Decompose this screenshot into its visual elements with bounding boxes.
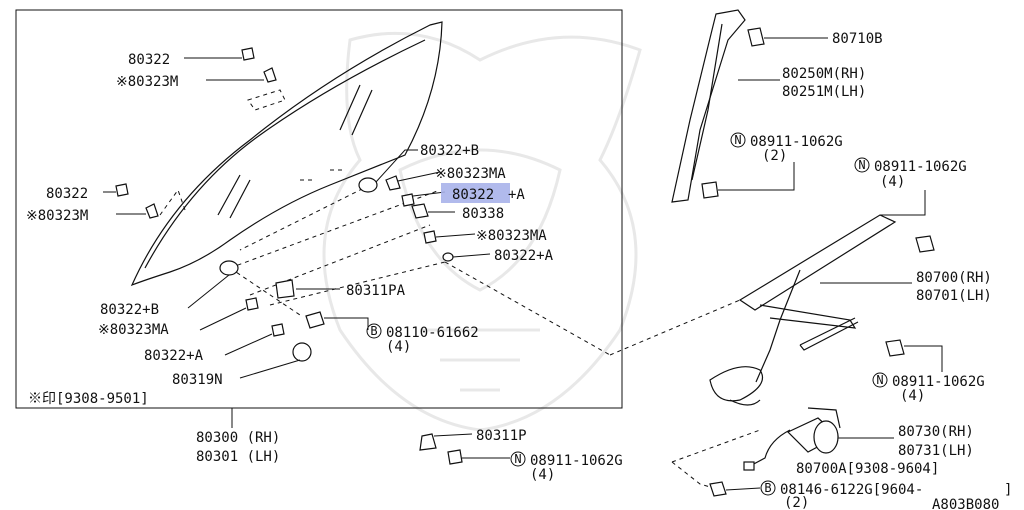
label-80322a-low[interactable]: 80322+A [144,348,204,364]
window-regulator [609,190,943,406]
label-80322b-low[interactable]: 80322+B [100,302,159,318]
label-08146-qty: (2) [784,495,809,510]
glass-group-frame [15,9,623,409]
bolt-08110-callout: B 08110-61662 (4) [366,323,479,355]
label-80311p[interactable]: 80311P [476,428,527,444]
bolt-08110-icon [305,311,325,329]
clip-80323ma-top-icon [385,175,401,191]
b-circle-icon [366,323,382,339]
label-80301-lh[interactable]: 80301 (LH) [196,449,280,465]
label-08911-motor[interactable]: 08911-1062G [892,374,985,390]
label-80701-lh[interactable]: 80701(LH) [916,288,992,304]
clip-80323m-top-icon [263,67,277,83]
label-80322-top[interactable]: 80322 [128,52,170,68]
label-80323m-top[interactable]: ※80323M [116,74,178,90]
label-08911-sash[interactable]: 08911-1062G [750,134,843,150]
cap-80319n-icon [292,342,312,362]
diagram-code: A803B080 [932,497,999,510]
stabilizer-80311p [419,433,510,465]
n-symbol: N [514,452,521,466]
clip-80323ma-mid-icon [423,230,437,244]
nut-sash-callout: N 08911-1062G (2) [730,132,843,164]
bolt-motor-callout: B 08146-6122G[9604- ] (2) [760,480,1012,510]
b-symbol: B [370,324,377,338]
label-80322b-top[interactable]: 80322+B [420,143,479,159]
label-80300-rh[interactable]: 80300 (RH) [196,430,280,446]
highlight-80322a [441,183,510,203]
clip-80322-top-icon [241,47,255,61]
nut-bottom-icon [447,449,463,465]
label-08146-6122g[interactable]: 08146-6122G[9604- [780,482,923,498]
clip-80710b-icon [747,27,765,47]
n-symbol: N [858,158,865,172]
label-08911-regulator[interactable]: 08911-1062G [874,159,967,175]
bracket-80311pa-icon [275,279,295,299]
clip-80322-left-icon [115,183,129,197]
label-80338[interactable]: 80338 [462,206,504,222]
label-08146-bracket-close: ] [1004,482,1012,498]
label-08911-regulator-qty: (4) [880,174,905,190]
glass-leaders [103,57,491,428]
clip-80322a-low-icon [271,323,285,337]
regulator-motor [671,407,894,497]
nut-regulator-callout: N 08911-1062G (4) [854,157,967,190]
label-80323ma-low[interactable]: ※80323MA [98,322,169,338]
label-80322a-top-suffix[interactable]: +A [508,187,525,203]
bolt-motor-icon [709,481,727,497]
n-symbol: N [734,133,741,147]
nut-motor-callout: N 08911-1062G (4) [872,372,985,404]
label-08110-61662[interactable]: 08110-61662 [386,325,479,341]
door-glass [130,21,443,287]
label-80323ma-mid[interactable]: ※80323MA [476,228,547,244]
label-80322-left[interactable]: 80322 [46,186,88,202]
label-80710b[interactable]: 80710B [832,31,883,47]
nut-bottom-callout: N 08911-1062G (4) [510,451,623,483]
clip-80322a-top-icon [401,193,415,207]
label-80319n[interactable]: 80319N [172,372,223,388]
label-80323m-left[interactable]: ※80323M [26,208,88,224]
label-80250m-rh[interactable]: 80250M(RH) [782,66,866,82]
washer-80322a-mid-icon [442,252,454,262]
bolt-80338-icon [411,203,429,219]
clip-80323ma-low-icon [245,297,259,311]
label-80700-rh[interactable]: 80700(RH) [916,270,992,286]
label-08911-sash-qty: (2) [762,148,787,164]
watermark-emblem [322,31,642,432]
label-80322a-top-number[interactable]: 80322 [452,187,494,203]
label-80700a[interactable]: 80700A[9308-9604] [796,461,939,477]
clip-parts [115,47,454,362]
spacer-80322b-low-icon [219,260,239,276]
note-date-range: ※印[9308-9501] [28,391,149,407]
label-08911-bottom-qty: (4) [530,467,555,483]
spacer-80322b-top-icon [358,177,378,193]
n-circle-icon [510,451,526,467]
label-80322a-mid[interactable]: 80322+A [494,248,554,264]
sash-channel [671,9,828,203]
clip-80323m-left-icon [145,203,159,219]
label-80323ma-top[interactable]: ※80323MA [435,166,506,182]
nut-regulator-icon [915,235,935,253]
label-80730-rh[interactable]: 80730(RH) [898,424,974,440]
nut-motor-icon [885,339,905,357]
label-08911-motor-qty: (4) [900,388,925,404]
nut-sash-icon [701,181,719,199]
label-08110-qty: (4) [386,339,411,355]
label-80731-lh[interactable]: 80731(LH) [898,443,974,459]
n-symbol: N [876,373,883,387]
label-08911-bottom[interactable]: 08911-1062G [530,453,623,469]
label-80311pa[interactable]: 80311PA [346,283,406,299]
b-symbol: B [764,481,771,495]
label-80251m-lh[interactable]: 80251M(LH) [782,84,866,100]
